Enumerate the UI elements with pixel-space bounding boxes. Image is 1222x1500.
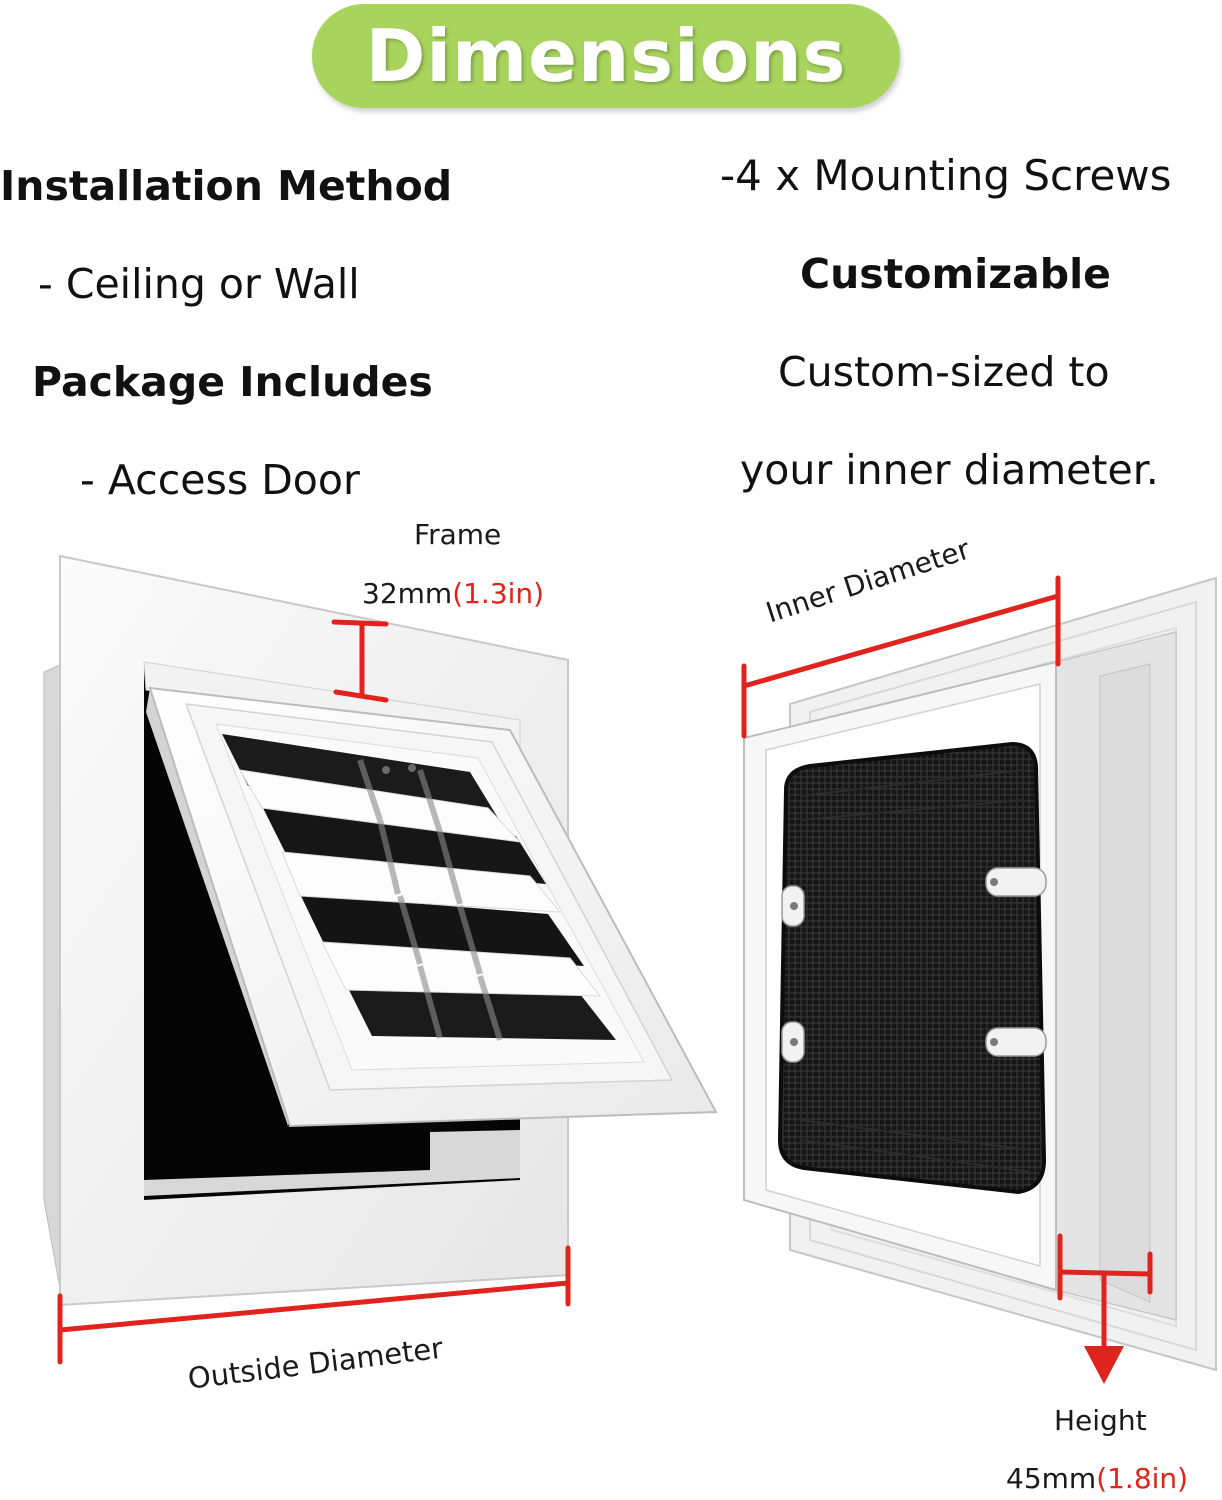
inner-diameter-marker: [741, 575, 1061, 739]
frame-measurement: 32mm(1.3in): [362, 577, 544, 611]
frame-imperial: (1.3in): [452, 577, 545, 610]
height-label: Height: [1054, 1404, 1147, 1437]
installation-value: - Ceiling or Wall: [38, 260, 360, 308]
height-dimension-marker: [1057, 1233, 1153, 1384]
vent-frame-image: [743, 576, 1217, 1372]
frame-label: Frame: [414, 518, 502, 551]
page-title: Dimensions: [365, 14, 847, 98]
height-measurement: 45mm(1.8in): [1006, 1462, 1188, 1496]
frame-metric: 32mm: [362, 577, 453, 610]
access-door-image: [43, 554, 718, 1307]
customizable-heading: Customizable: [800, 250, 1111, 298]
custom-line-2: your inner diameter.: [740, 446, 1159, 494]
installation-heading: Installation Method: [0, 162, 453, 210]
arrow-down-icon: [1084, 1346, 1124, 1384]
outside-diameter-marker: [57, 1245, 571, 1365]
title-badge: Dimensions: [312, 4, 900, 108]
package-item-access-door: - Access Door: [80, 456, 360, 504]
custom-line-1: Custom-sized to: [778, 348, 1110, 396]
height-imperial: (1.8in): [1096, 1462, 1189, 1495]
frame-dimension-marker: [331, 619, 389, 703]
height-metric: 45mm: [1006, 1462, 1097, 1495]
package-item-mounting-screws: -4 x Mounting Screws: [720, 151, 1172, 200]
package-heading: Package Includes: [32, 358, 433, 406]
